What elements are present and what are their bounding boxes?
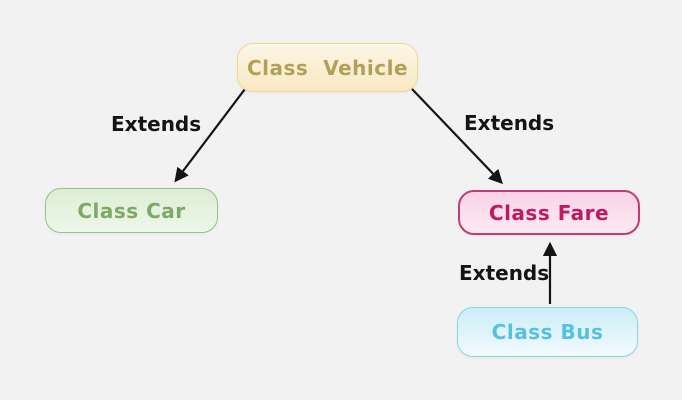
node-class-car: Class Car bbox=[45, 188, 218, 233]
node-class-vehicle: Class Vehicle bbox=[237, 43, 418, 92]
node-class-fare: Class Fare bbox=[458, 190, 640, 235]
node-class-bus-label: Class Bus bbox=[491, 320, 604, 344]
node-class-car-label: Class Car bbox=[77, 198, 186, 223]
node-class-bus: Class Bus bbox=[457, 307, 638, 357]
edge-label-extends-vehicle-car: Extends bbox=[111, 112, 202, 136]
edge-vehicle-to-car-arrow bbox=[174, 88, 246, 183]
edge-label-extends-vehicle-fare: Extends bbox=[464, 111, 555, 135]
node-class-fare-label: Class Fare bbox=[488, 200, 610, 225]
edge-vehicle-to-fare-arrow bbox=[411, 88, 503, 185]
node-class-vehicle-label: Class Vehicle bbox=[246, 55, 409, 80]
edge-label-extends-bus-fare: Extends bbox=[459, 261, 550, 285]
